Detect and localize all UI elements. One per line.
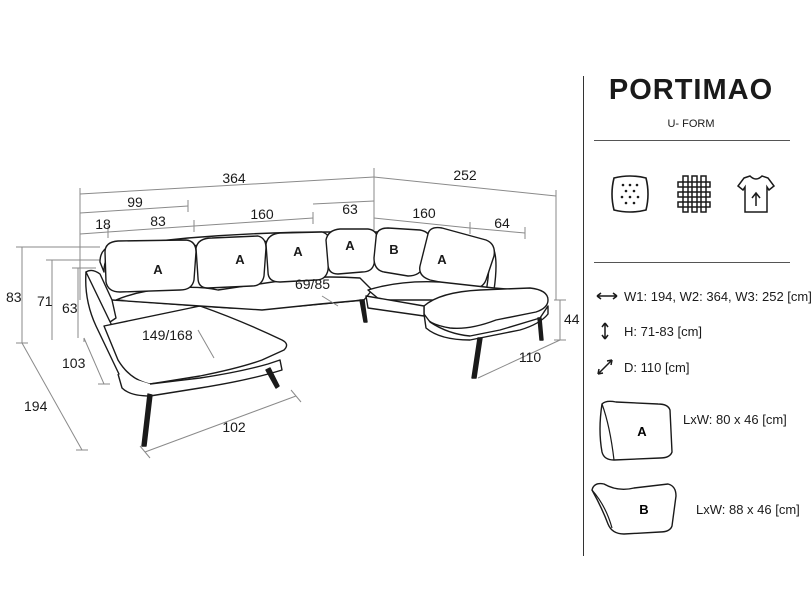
- cushion-label-b: B: [389, 242, 398, 257]
- panel-divider: [583, 76, 584, 556]
- center-leg: [359, 299, 368, 323]
- dim-height-83: 83: [6, 289, 22, 305]
- dim-seg-18: 18: [95, 216, 111, 232]
- width-arrow-icon: [596, 292, 618, 300]
- cushion-back-4: [325, 228, 379, 275]
- divider-top: [594, 140, 790, 141]
- dim-chaise-depth: 149/168: [142, 327, 193, 343]
- spec-width-text: W1: 194, W2: 364, W3: 252 [cm]: [624, 288, 812, 304]
- dimension-lines: [16, 168, 566, 459]
- fabric-weave-icon: [677, 175, 711, 213]
- cushion-label-a-3: A: [293, 244, 303, 259]
- care-icons: [608, 172, 778, 222]
- chaise-leg-front: [141, 393, 153, 447]
- dim-depth-194: 194: [24, 398, 48, 414]
- cushion-back-2: [195, 235, 267, 289]
- tshirt-care-icon: [736, 175, 776, 213]
- dim-seg-160-a: 160: [250, 206, 274, 222]
- cushion-label-a-5: A: [437, 252, 447, 267]
- dim-depth-103: 103: [62, 355, 86, 371]
- dim-total-width: 364: [222, 170, 246, 186]
- dim-seg-160-b: 160: [412, 205, 436, 221]
- cushion-label-a-2: A: [235, 252, 245, 267]
- cushion-back-6: [419, 226, 496, 290]
- cushion-a-size: LxW: 80 x 46 [cm]: [683, 412, 787, 427]
- spec-width-row: W1: 194, W2: 364, W3: 252 [cm]: [594, 286, 812, 306]
- dim-seat-height: 44: [564, 311, 580, 327]
- cushion-b-size: LxW: 88 x 46 [cm]: [696, 502, 800, 517]
- dimension-labels: 364 252 99 18 83 160 63 160 64 83 71 63 …: [6, 167, 580, 435]
- dim-seat-depth: 69/85: [295, 276, 330, 292]
- spec-depth-row: D: 110 [cm]: [594, 357, 690, 377]
- cushion-label-a-1: A: [153, 262, 163, 277]
- divider-middle: [594, 262, 790, 263]
- cushion-back-3: [265, 231, 331, 283]
- spec-depth-text: D: 110 [cm]: [624, 359, 690, 375]
- sofa-outline: [85, 226, 549, 447]
- dim-width-102: 102: [222, 419, 246, 435]
- dim-seg-83: 83: [150, 213, 166, 229]
- product-title: PORTIMAO: [608, 74, 774, 106]
- dim-seg-64: 64: [494, 215, 510, 231]
- dim-depth-110: 110: [519, 349, 542, 365]
- removable-cover-icon: [611, 175, 649, 213]
- height-arrow-icon: [601, 322, 609, 340]
- chaise-leg-right: [265, 367, 280, 389]
- dim-height-63: 63: [62, 300, 78, 316]
- cushion-b-letter: B: [639, 502, 648, 517]
- chaise-seat: [103, 305, 288, 385]
- cushion-a-letter: A: [637, 424, 647, 439]
- spec-height-text: H: 71-83 [cm]: [624, 323, 703, 339]
- product-subtitle: U- FORM: [667, 118, 715, 130]
- cushion-back-1: [104, 239, 197, 293]
- dim-height-71: 71: [37, 293, 53, 309]
- right-chaise-seat: [423, 287, 549, 330]
- dim-seg-63: 63: [342, 201, 358, 217]
- right-leg-back: [537, 317, 544, 341]
- cushion-label-a-4: A: [345, 238, 355, 253]
- cushion-b-diagram: B: [591, 482, 677, 535]
- depth-arrow-icon: [597, 359, 613, 375]
- right-leg-front: [471, 337, 483, 379]
- spec-height-row: H: 71-83 [cm]: [594, 321, 702, 341]
- dim-left-chaise-top: 99: [127, 194, 143, 210]
- cushion-labels: A A A A B A: [153, 238, 447, 277]
- dim-right-width: 252: [453, 167, 477, 183]
- cushion-a-diagram: A: [599, 400, 673, 461]
